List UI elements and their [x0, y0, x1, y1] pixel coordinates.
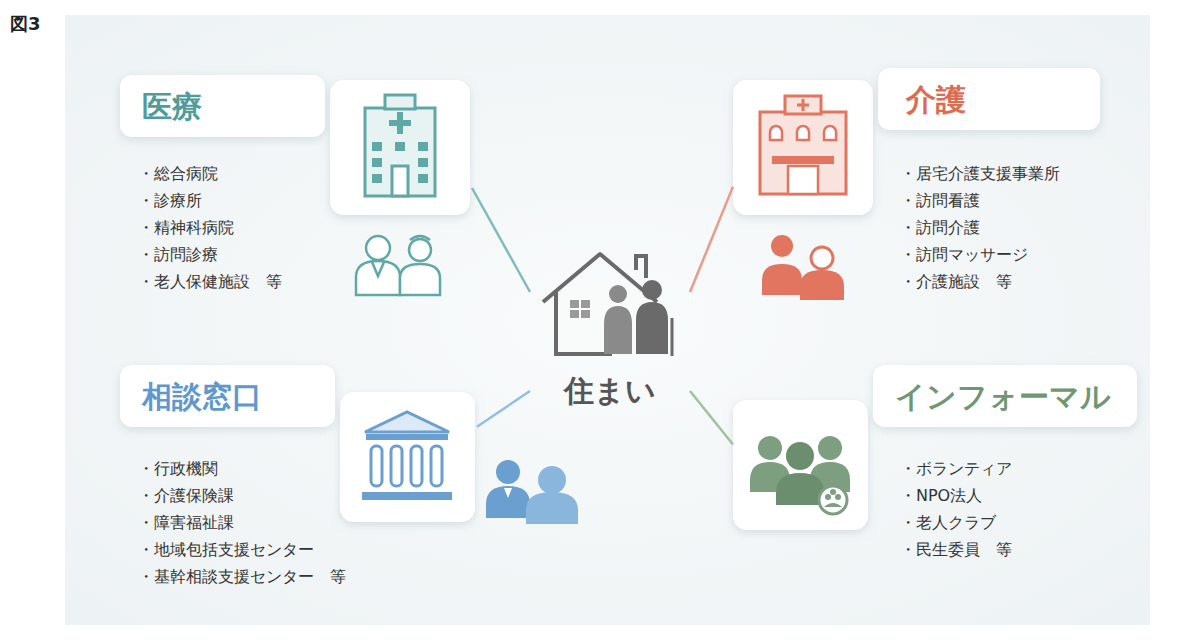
list-item: ・居宅介護支援事業所 — [900, 160, 1060, 187]
list-item: ・基幹相談支援センター 等 — [138, 563, 346, 590]
care-facility-icon — [733, 80, 873, 215]
list-item: ・ボランティア — [900, 455, 1012, 482]
list-item: ・介護施設 等 — [900, 268, 1060, 295]
node-label: 住まい — [530, 371, 690, 412]
caregiver-elder-icon — [762, 235, 844, 300]
government-icon — [340, 392, 475, 522]
list-item: ・訪問看護 — [900, 187, 1060, 214]
list-item: ・訪問マッサージ — [900, 241, 1060, 268]
list-item: ・障害福祉課 — [138, 509, 346, 536]
heading-card: 相談窓口 — [120, 365, 335, 427]
group-icon — [733, 400, 868, 530]
list-item: ・老人保健施設 等 — [138, 268, 282, 295]
category-node: 医療・総合病院・診療所・精神科病院・訪問診療・老人保健施設 等 — [120, 72, 472, 217]
house-icon — [543, 254, 672, 356]
doctor-nurse-icon — [356, 236, 440, 295]
list-item: ・行政機関 — [138, 455, 346, 482]
item-list: ・ボランティア・NPO法人・老人クラブ・民生委員 等 — [900, 455, 1012, 563]
heading-card: インフォーマル — [873, 365, 1137, 427]
category-node: 介護・居宅介護支援事業所・訪問看護・訪問介護・訪問マッサージ・介護施設 等 — [733, 65, 1103, 217]
list-item: ・民生委員 等 — [900, 536, 1012, 563]
category-heading: インフォーマル — [895, 380, 1111, 413]
item-list: ・居宅介護支援事業所・訪問看護・訪問介護・訪問マッサージ・介護施設 等 — [900, 160, 1060, 295]
list-item: ・地域包括支援センター — [138, 536, 346, 563]
heading-card: 介護 — [878, 68, 1100, 130]
home-node: 住まい — [530, 238, 690, 418]
category-node: 相談窓口・行政機関・介護保険課・障害福祉課・地域包括支援センター・基幹相談支援セ… — [120, 362, 477, 524]
connector-line — [472, 188, 530, 292]
category-node: インフォーマル・ボランティア・NPO法人・老人クラブ・民生委員 等 — [733, 362, 1103, 527]
list-item: ・訪問診療 — [138, 241, 282, 268]
background-panel — [65, 15, 1150, 625]
connector-line — [690, 391, 733, 445]
item-list: ・総合病院・診療所・精神科病院・訪問診療・老人保健施設 等 — [138, 160, 282, 295]
list-item: ・訪問介護 — [900, 214, 1060, 241]
connector-line — [477, 391, 530, 427]
staff-icon — [486, 460, 578, 524]
list-item: ・老人クラブ — [900, 509, 1012, 536]
hospital-icon — [330, 80, 470, 215]
heading-card: 医療 — [120, 75, 325, 137]
list-item: ・介護保険課 — [138, 482, 346, 509]
category-heading: 介護 — [906, 83, 966, 116]
figure-title: 図3 — [10, 12, 41, 36]
list-item: ・総合病院 — [138, 160, 282, 187]
item-list: ・行政機関・介護保険課・障害福祉課・地域包括支援センター・基幹相談支援センター … — [138, 455, 346, 590]
list-item: ・精神科病院 — [138, 214, 282, 241]
list-item: ・診療所 — [138, 187, 282, 214]
category-heading: 相談窓口 — [142, 380, 262, 413]
category-heading: 医療 — [142, 90, 202, 123]
connector-line — [690, 187, 733, 292]
list-item: ・NPO法人 — [900, 482, 1012, 509]
